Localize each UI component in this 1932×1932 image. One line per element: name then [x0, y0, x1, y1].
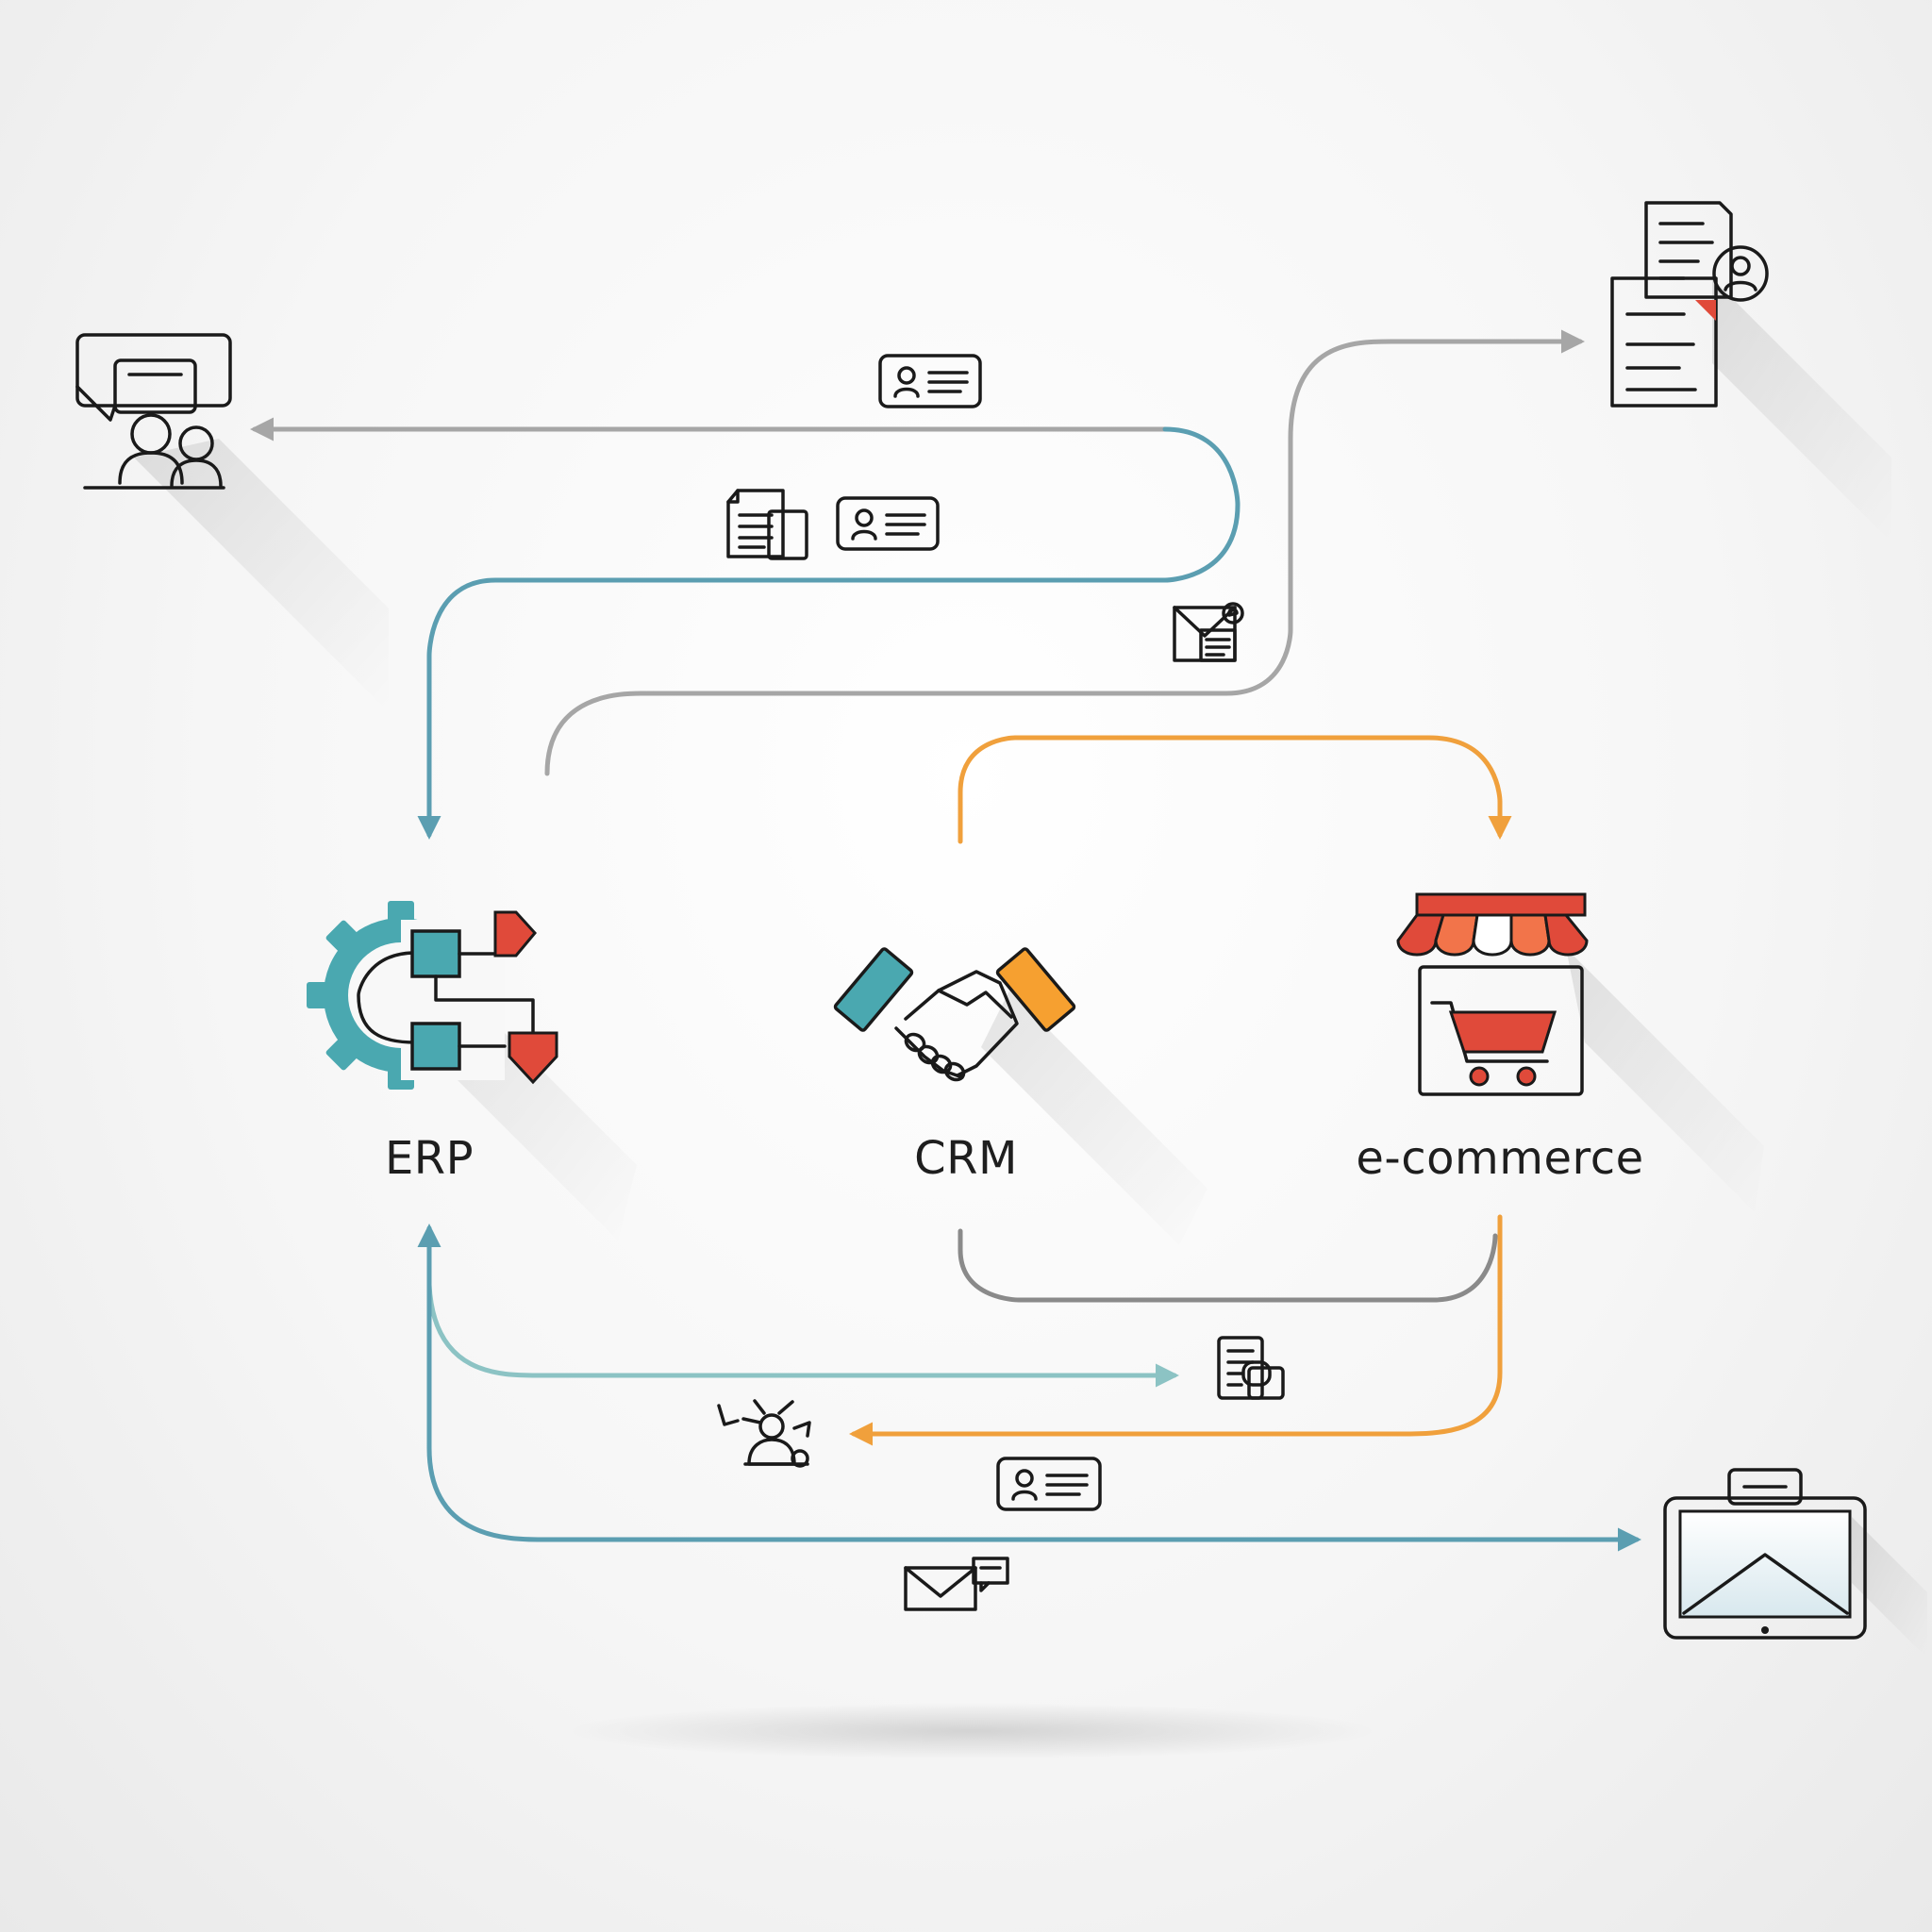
line-team-loop-to-erp — [417, 426, 1241, 840]
gear-flowchart-icon — [307, 901, 637, 1241]
handshake-icon — [833, 947, 1208, 1245]
email-message-icon — [904, 1557, 1009, 1611]
line-ecommerce-to-person — [849, 1214, 1503, 1446]
connectors — [250, 329, 1641, 1552]
gear-shape — [307, 901, 505, 1090]
erp-label: ERP — [384, 1132, 475, 1185]
storefront-cart-icon — [1396, 892, 1764, 1212]
floor-shadow — [566, 1703, 1377, 1759]
person-broadcast-icon — [717, 1399, 811, 1468]
documents-icon — [726, 489, 808, 560]
line-erp-to-documents — [544, 329, 1585, 776]
line-erp-to-document-chat — [426, 1228, 1179, 1388]
ecommerce-label: e-commerce — [1356, 1132, 1644, 1185]
team-meeting-icon — [75, 333, 389, 712]
crm-label: CRM — [914, 1132, 1018, 1185]
contact-card-icon — [878, 354, 982, 408]
line-crm-to-ecommerce-bottom — [958, 1228, 1498, 1303]
tablet-icon — [1663, 1468, 1927, 1658]
contact-card-icon — [996, 1457, 1102, 1511]
document-chat-icon — [1217, 1336, 1285, 1400]
documents-user-icon — [1610, 201, 1891, 542]
contact-card-icon — [836, 496, 940, 551]
line-erp-to-tablet — [417, 1224, 1641, 1552]
email-icon — [1173, 602, 1244, 662]
line-crm-to-ecommerce-top — [958, 735, 1512, 844]
